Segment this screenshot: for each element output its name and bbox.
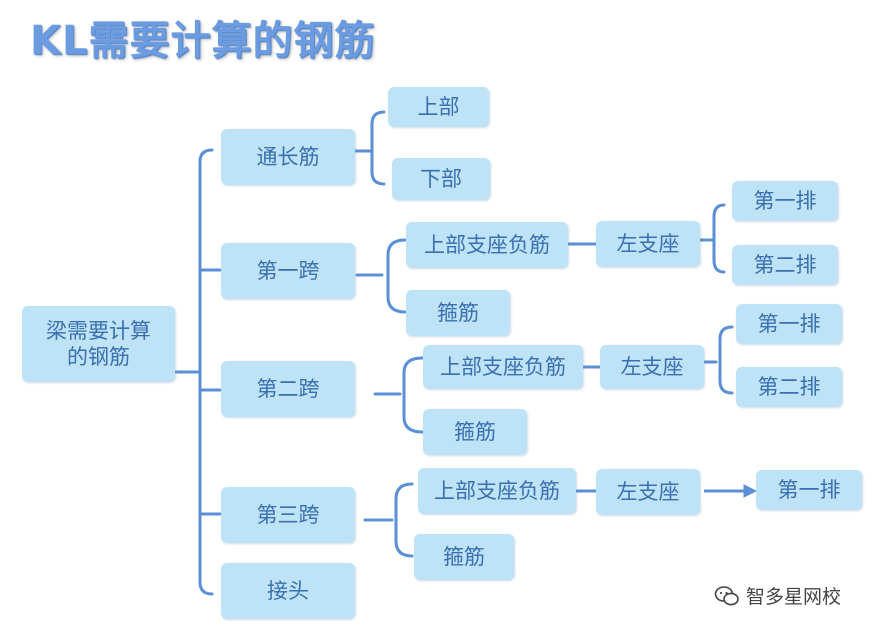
tongchang-bracket xyxy=(370,110,386,186)
node-xiabu: 下部 xyxy=(392,158,490,200)
node-kua3-pai1: 第一排 xyxy=(756,470,862,510)
node-tongchang: 通长筋 xyxy=(221,129,355,185)
node-kua1-pai2: 第二排 xyxy=(732,245,838,285)
node-kua1: 第一跨 xyxy=(221,243,355,299)
node-kua1-fujin: 上部支座负筋 xyxy=(406,222,568,268)
node-kua3: 第三跨 xyxy=(221,487,355,543)
node-kua1-zuozhizuo: 左支座 xyxy=(596,221,700,267)
kua2-bracket xyxy=(402,356,424,434)
node-kua3-gujin: 箍筋 xyxy=(414,534,514,580)
kua2-zhizuo-bracket xyxy=(718,325,734,395)
node-kua3-fujin: 上部支座负筋 xyxy=(418,468,576,514)
diagram-title: KL需要计算的钢筋 xyxy=(30,18,376,64)
arrow-to-pai1 xyxy=(704,484,758,498)
node-kua2-fujin: 上部支座负筋 xyxy=(423,345,583,389)
node-kua2-pai2: 第二排 xyxy=(736,367,842,407)
node-kua2-pai1: 第一排 xyxy=(736,304,842,344)
node-kua1-pai1: 第一排 xyxy=(732,181,838,221)
node-kua2-gujin: 箍筋 xyxy=(423,409,527,455)
node-kua2: 第二跨 xyxy=(221,361,355,417)
root-bracket xyxy=(198,148,214,596)
node-jietou: 接头 xyxy=(221,563,355,619)
node-kua1-gujin: 箍筋 xyxy=(406,290,510,336)
watermark-text: 智多星网校 xyxy=(746,586,842,608)
wechat-icon xyxy=(714,585,739,605)
node-root: 梁需要计算的钢筋 xyxy=(22,306,175,382)
node-shangbu: 上部 xyxy=(388,87,489,127)
node-kua3-zuozhizuo: 左支座 xyxy=(596,469,700,515)
kua1-zhizuo-bracket xyxy=(712,203,726,274)
node-kua2-zuozhizuo: 左支座 xyxy=(600,345,704,389)
kua1-bracket xyxy=(386,238,407,314)
watermark: 智多星网校 xyxy=(714,582,841,609)
kua3-bracket xyxy=(394,482,414,558)
